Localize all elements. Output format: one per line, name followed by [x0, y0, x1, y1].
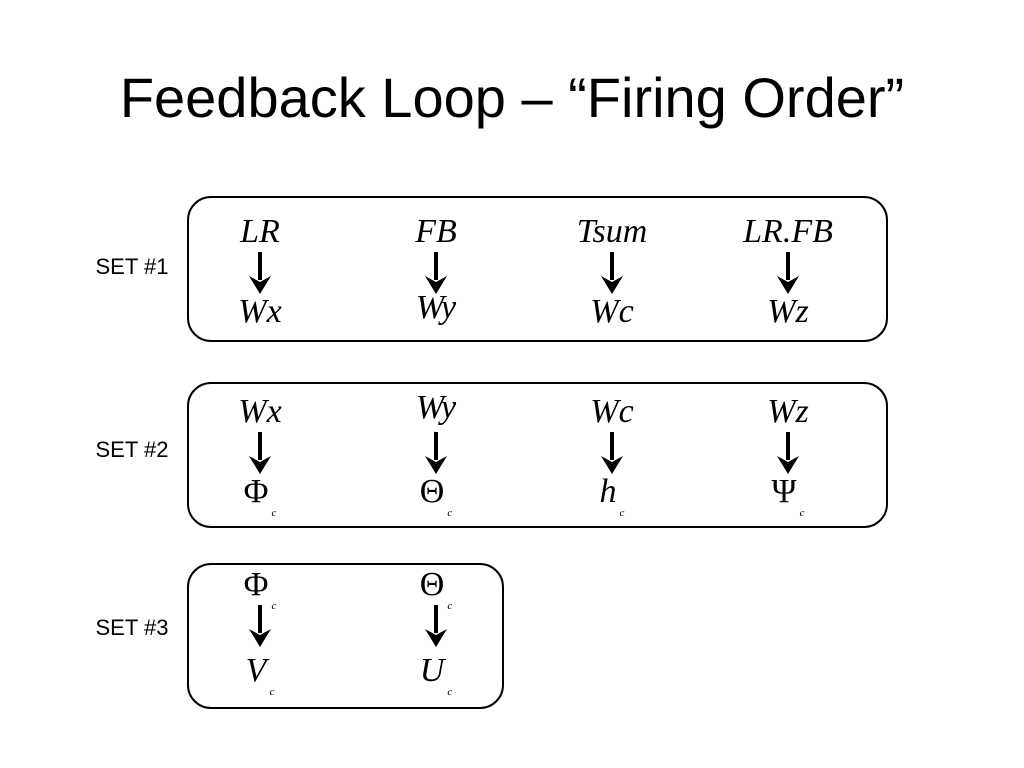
down-arrow-icon	[425, 252, 447, 294]
down-arrow-icon	[777, 252, 799, 294]
set-2-col-1-top-term: Wx	[238, 393, 282, 430]
down-arrow-icon	[425, 432, 447, 474]
set-2-col-2-top-term: Wy	[415, 389, 457, 426]
set-1-label: SET #1	[95, 254, 169, 279]
set-1-col-3-top-term: Tsum	[576, 213, 648, 250]
set-1-col-1-bottom-term: Wx	[170, 292, 350, 332]
set-1-col-4-bottom-term: Wz	[698, 292, 878, 332]
subscript: c	[271, 507, 277, 519]
set-2-col-3-bottom-term: hc	[522, 472, 702, 533]
term-text: V	[245, 652, 267, 689]
down-arrow-icon	[249, 432, 271, 474]
term-text: Wc	[590, 293, 634, 330]
set-3-col-2-top-term: Θc	[346, 565, 526, 626]
set-1-col-2-top-term: FB	[415, 213, 457, 250]
subscript: c	[447, 686, 453, 698]
set-1-col-4-top-term: LR.FB	[743, 213, 833, 250]
set-3-label: SET #3	[95, 615, 169, 640]
down-arrow-icon	[777, 432, 799, 474]
down-arrow-icon	[249, 252, 271, 294]
set-1-col-1-top-term: LR	[240, 213, 280, 250]
subscript: c	[271, 600, 277, 612]
term-text: Wy	[415, 289, 457, 326]
term-text: Θ	[419, 473, 445, 510]
term-text: Wx	[238, 293, 282, 330]
set-3-col-1-bottom-term: Vc	[170, 651, 350, 712]
set-1-col-2-bottom-term: Wy	[346, 288, 526, 328]
term-text: Θ	[419, 566, 445, 603]
slide-title: Feedback Loop – “Firing Order”	[119, 66, 905, 129]
term-text: Wz	[767, 293, 809, 330]
set-2-col-3-top-term: Wc	[590, 393, 634, 430]
subscript: c	[269, 686, 275, 698]
down-arrow-icon	[601, 252, 623, 294]
term-text: Φ	[243, 566, 269, 603]
subscript: c	[447, 507, 453, 519]
set-2-box	[187, 382, 888, 528]
set-3-col-1-top-term: Φc	[170, 565, 350, 626]
down-arrow-icon	[249, 605, 271, 647]
set-3-box	[187, 563, 504, 709]
subscript: c	[799, 507, 805, 519]
set-2-col-2-bottom-term: Θc	[346, 472, 526, 533]
set-1-box	[187, 196, 888, 342]
subscript: c	[619, 507, 625, 519]
term-text: U	[419, 652, 445, 689]
down-arrow-icon	[601, 432, 623, 474]
set-1-col-3-bottom-term: Wc	[522, 292, 702, 332]
term-text: h	[599, 473, 617, 510]
set-2-col-4-top-term: Wz	[767, 393, 809, 430]
set-2-col-1-bottom-term: Φc	[170, 472, 350, 533]
set-2-label: SET #2	[95, 437, 169, 462]
set-2-col-4-bottom-term: Ψc	[698, 472, 878, 533]
subscript: c	[447, 600, 453, 612]
term-text: Ψ	[771, 473, 797, 510]
down-arrow-icon	[425, 605, 447, 647]
set-3-col-2-bottom-term: Uc	[346, 651, 526, 712]
term-text: Φ	[243, 473, 269, 510]
